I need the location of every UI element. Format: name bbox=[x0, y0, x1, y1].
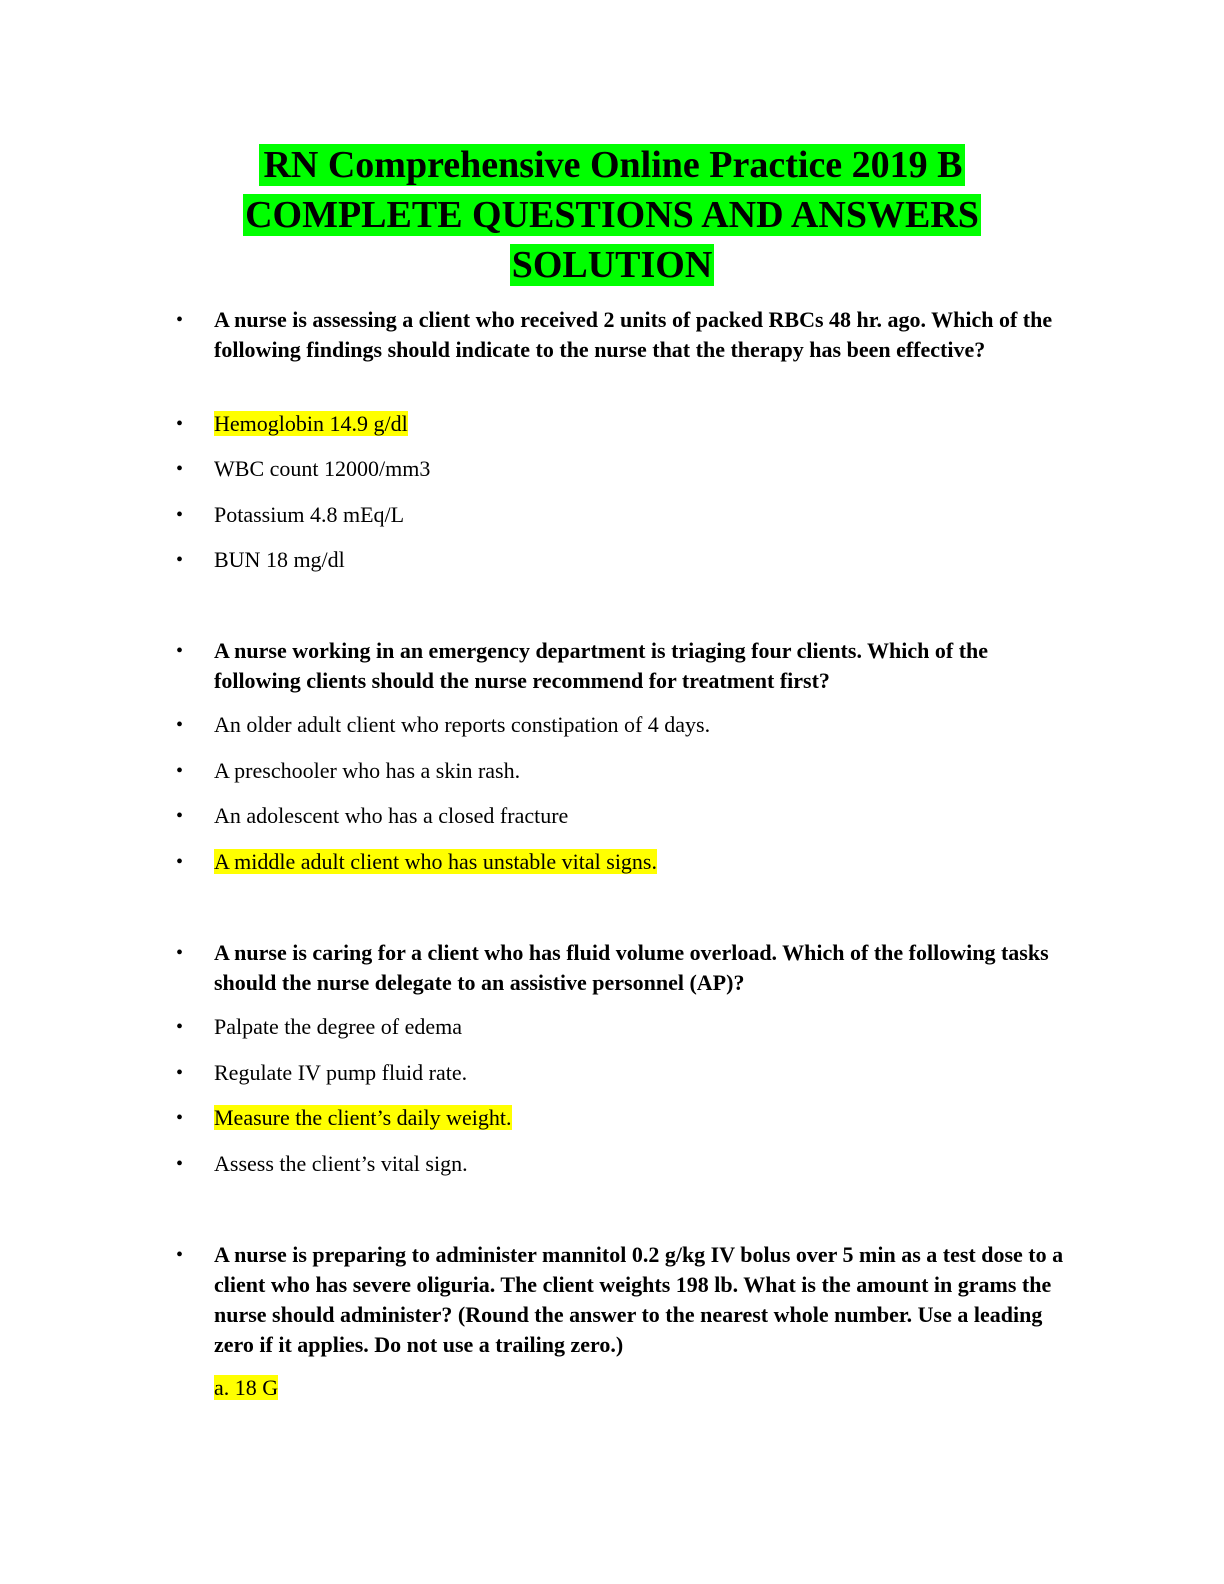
q4-answer: a. 18 G bbox=[214, 1373, 279, 1403]
correct-answer-highlight: Measure the client’s daily weight. bbox=[214, 1105, 512, 1130]
correct-answer-highlight: Hemoglobin 14.9 g/dl bbox=[214, 411, 408, 436]
question-text: A nurse is preparing to administer manni… bbox=[214, 1242, 1064, 1357]
title-line-2: COMPLETE QUESTIONS AND ANSWERS bbox=[243, 194, 981, 236]
bullet-glyph: • bbox=[176, 309, 184, 331]
correct-answer-highlight: A middle adult client who has unstable v… bbox=[214, 849, 657, 874]
question-text: A nurse is assessing a client who receiv… bbox=[214, 307, 1053, 362]
question-text: A nurse working in an emergency departme… bbox=[214, 638, 989, 693]
question-text: A nurse is caring for a client who has f… bbox=[214, 940, 1049, 995]
title-line-3: SOLUTION bbox=[509, 244, 715, 286]
correct-answer-highlight: a. 18 G bbox=[214, 1375, 279, 1400]
document-title: RN Comprehensive Online Practice 2019 B … bbox=[150, 140, 1074, 290]
title-line-1: RN Comprehensive Online Practice 2019 B bbox=[150, 140, 1074, 190]
